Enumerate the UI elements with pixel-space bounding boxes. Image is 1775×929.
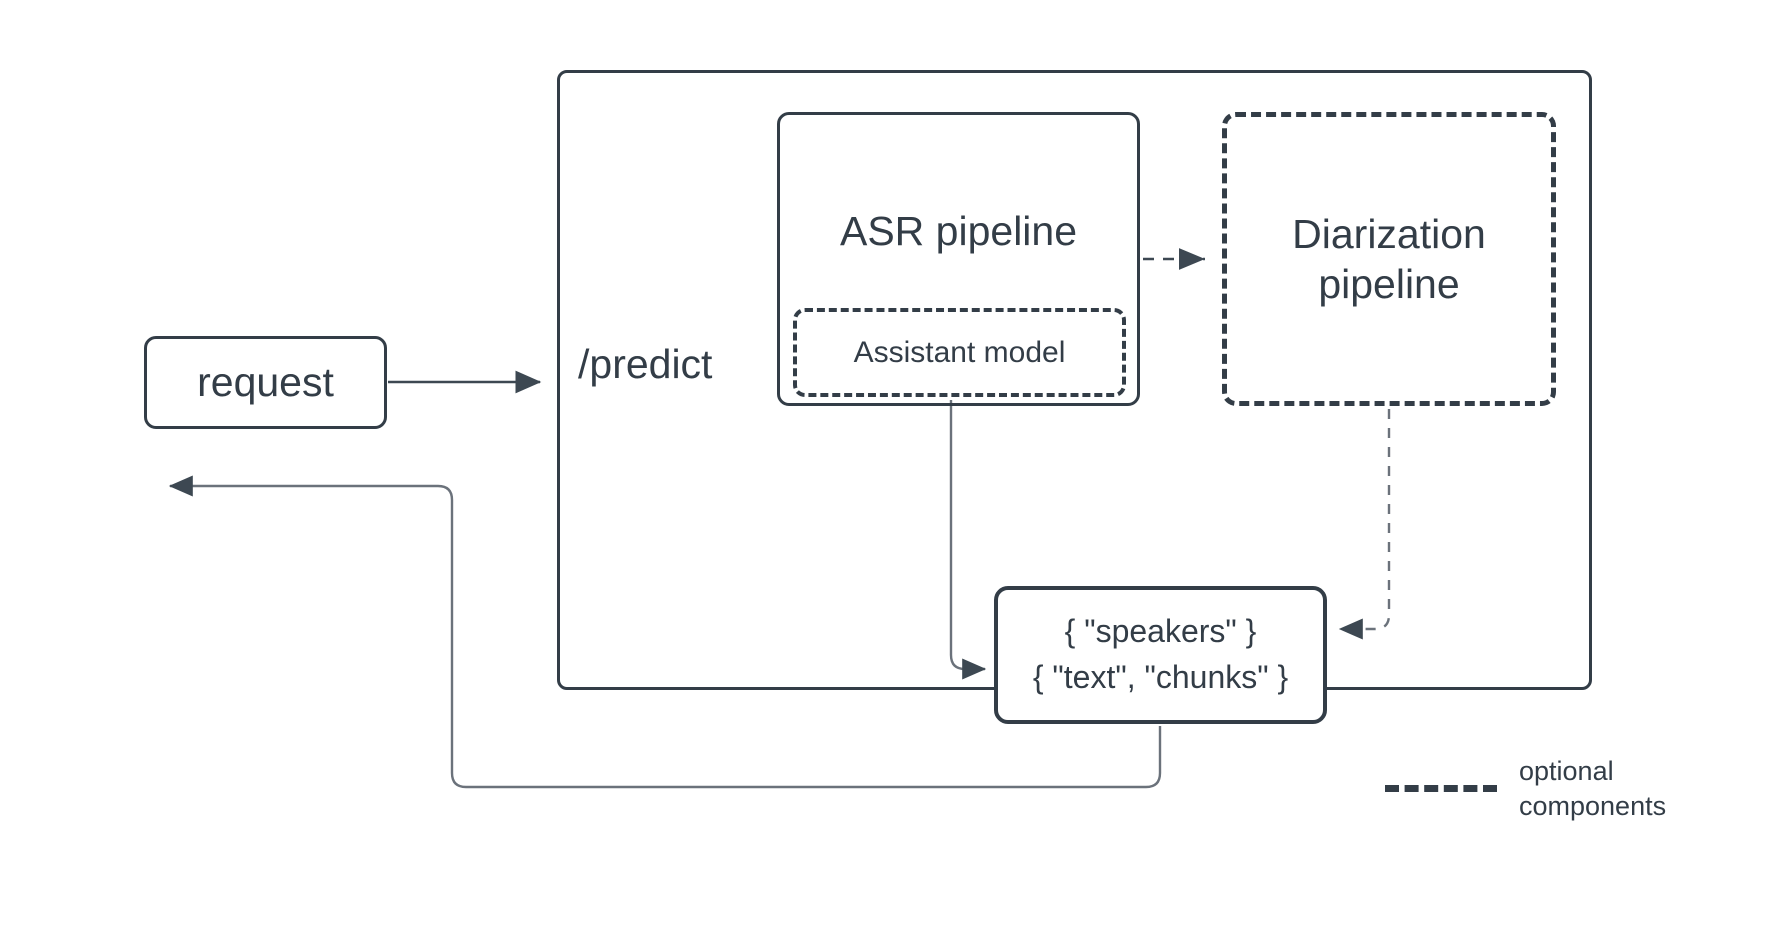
output-text-chunks-label: { "text", "chunks" } <box>1032 659 1289 695</box>
legend-label: optional components <box>1519 756 1667 821</box>
asr-pipeline-label: ASR pipeline <box>839 208 1078 254</box>
predict-label: /predict <box>578 341 713 387</box>
legend-dashed-line-icon <box>1385 785 1497 793</box>
asr-pipeline-node: ASR pipeline <box>777 112 1140 406</box>
request-label: request <box>197 359 334 406</box>
request-node: request <box>144 336 387 429</box>
diarization-pipeline-node: Diarization pipeline <box>1222 112 1556 406</box>
assistant-model-label: Assistant model <box>853 335 1066 369</box>
output-speakers-label: { "speakers" } <box>1064 613 1257 650</box>
diarization-pipeline-label-line1: Diarization <box>1292 210 1486 257</box>
assistant-model-node: Assistant model <box>793 308 1126 397</box>
output-payload-node: { "speakers" } { "text", "chunks" } <box>994 586 1327 724</box>
legend: optional components <box>1385 754 1666 823</box>
diarization-pipeline-label-line2: pipeline <box>1318 261 1460 307</box>
